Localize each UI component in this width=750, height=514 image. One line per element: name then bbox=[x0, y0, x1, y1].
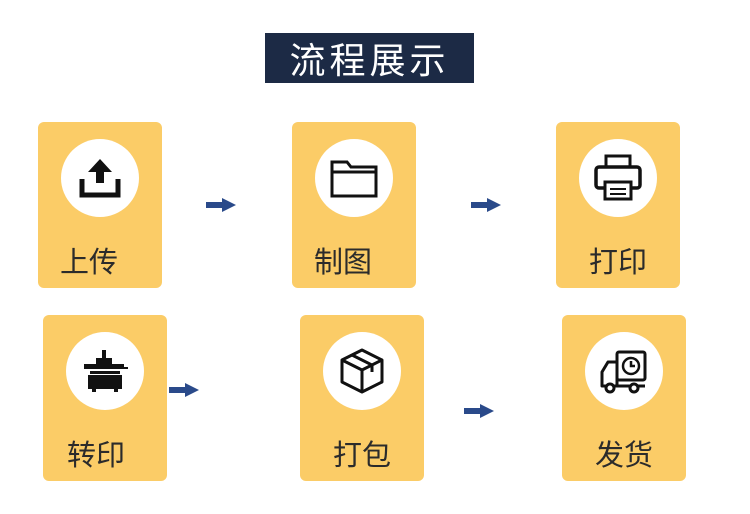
package-box-icon bbox=[323, 332, 401, 410]
heat-press-icon bbox=[66, 332, 144, 410]
step-card-print: 打印 bbox=[556, 122, 680, 288]
printer-icon bbox=[579, 139, 657, 217]
arrow-icon bbox=[464, 404, 494, 418]
arrow-icon bbox=[206, 198, 236, 212]
step-card-transfer: 转印 bbox=[43, 315, 167, 481]
step-label-design: 制图 bbox=[314, 245, 373, 279]
arrow-icon bbox=[471, 198, 501, 212]
step-card-upload: 上传 bbox=[38, 122, 162, 288]
step-card-design: 制图 bbox=[292, 122, 416, 288]
delivery-truck-icon bbox=[585, 332, 663, 410]
step-label-upload: 上传 bbox=[60, 245, 119, 279]
arrow-icon bbox=[169, 383, 199, 397]
step-label-transfer: 转印 bbox=[67, 438, 126, 472]
step-card-ship: 发货 bbox=[562, 315, 686, 481]
folder-icon bbox=[315, 139, 393, 217]
page-title: 流程展示 bbox=[265, 33, 474, 83]
step-card-pack: 打包 bbox=[300, 315, 424, 481]
step-label-pack: 打包 bbox=[332, 438, 391, 472]
upload-icon bbox=[61, 139, 139, 217]
step-label-ship: 发货 bbox=[594, 438, 653, 472]
step-label-print: 打印 bbox=[588, 245, 647, 279]
